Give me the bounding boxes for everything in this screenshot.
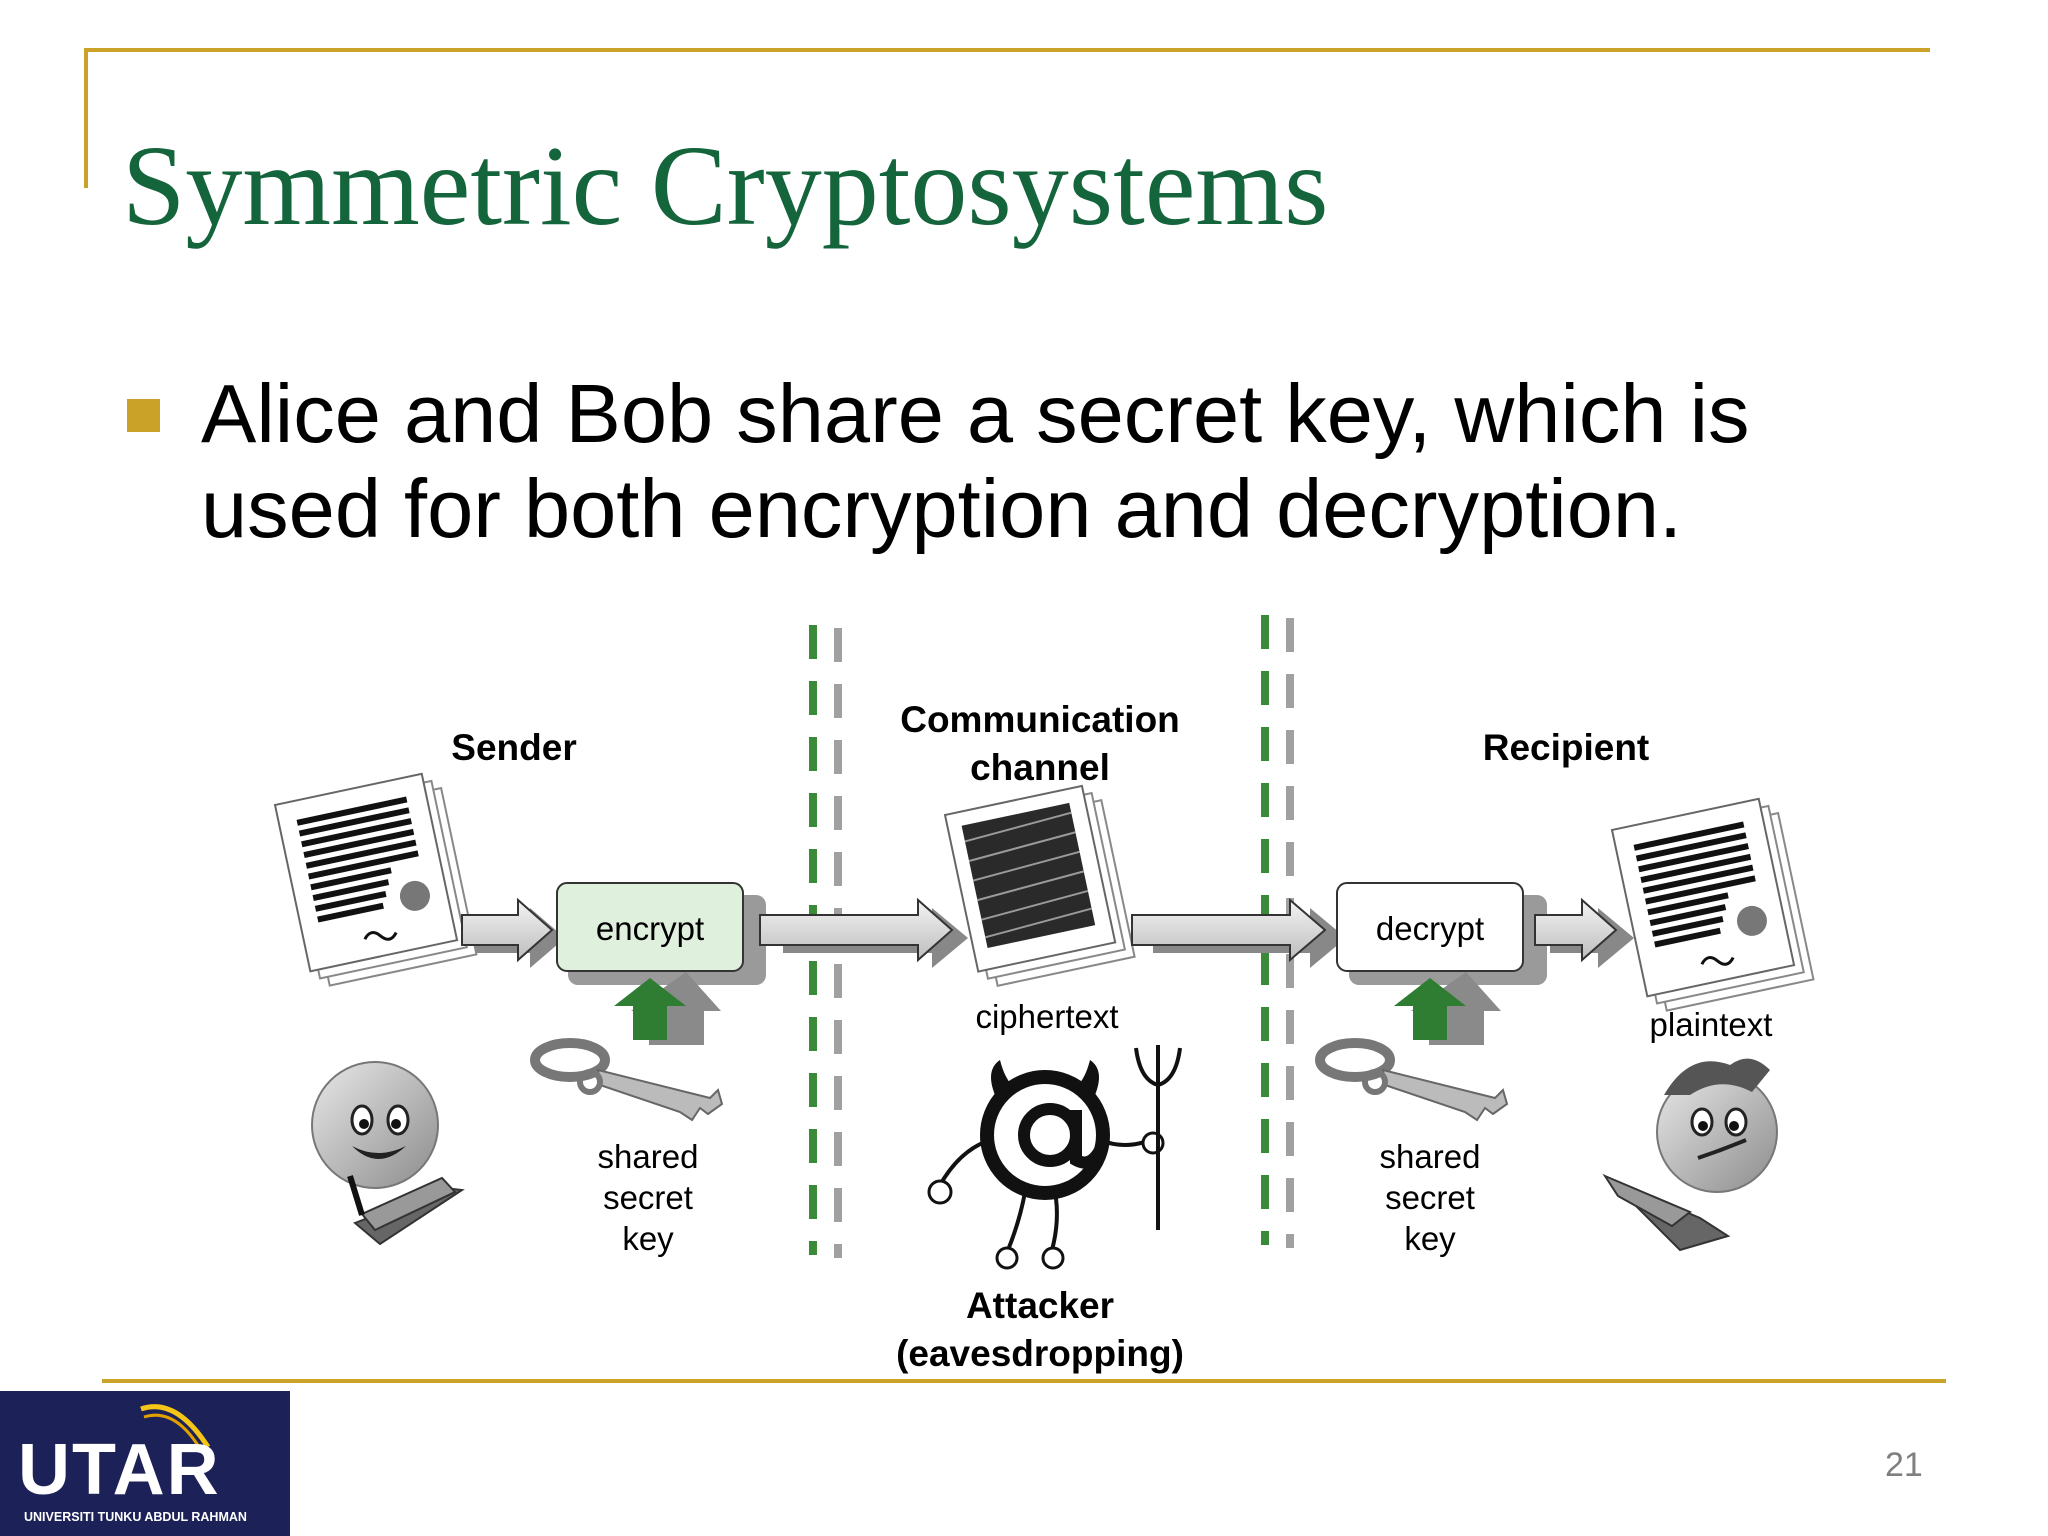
slide-title: Symmetric Cryptosystems <box>122 122 1329 249</box>
encrypt-label: encrypt <box>596 910 704 947</box>
attacker-label-line1: Attacker <box>966 1285 1114 1326</box>
left-shared-key-icon <box>530 1038 724 1122</box>
plaintext-label: plaintext <box>1650 1006 1773 1043</box>
page-number: 21 <box>1885 1446 1923 1484</box>
left-key-label-3: key <box>622 1220 674 1257</box>
bullet-text: Alice and Bob share a secret key, which … <box>201 366 1901 556</box>
right-shared-key-icon <box>1315 1038 1509 1122</box>
ciphertext-label: ciphertext <box>975 998 1118 1035</box>
arrow-to-plaintext <box>1534 897 1634 968</box>
channel-divider-left <box>809 625 842 1258</box>
right-key-label-3: key <box>1404 1220 1456 1257</box>
plaintext-document-icon <box>273 772 478 987</box>
sender-label: Sender <box>451 727 576 768</box>
decrypt-label: decrypt <box>1376 910 1484 947</box>
logo-wordmark: UTAR <box>18 1430 221 1510</box>
arrow-to-ciphertext <box>759 897 968 968</box>
channel-label-line1: Communication <box>900 699 1180 740</box>
bottom-rule <box>102 1379 1946 1383</box>
bullet-line-2: used for both encryption and decryption. <box>201 462 1683 555</box>
attacker-devil-icon <box>927 1045 1182 1270</box>
recipient-character-icon <box>1602 1058 1778 1252</box>
decrypt-box: decrypt <box>1336 882 1547 985</box>
channel-divider-right <box>1261 615 1294 1248</box>
left-key-label-2: secret <box>603 1179 693 1216</box>
left-key-label-1: shared <box>598 1138 699 1175</box>
encrypt-box: encrypt <box>556 882 766 985</box>
recipient-label: Recipient <box>1483 727 1650 768</box>
top-rule <box>84 48 1930 52</box>
logo-subtitle: UNIVERSITI TUNKU ABDUL RAHMAN <box>24 1510 247 1524</box>
utar-logo: UTAR UNIVERSITI TUNKU ABDUL RAHMAN <box>0 1391 290 1536</box>
arrow-to-decrypt <box>1131 897 1346 968</box>
arrow-to-encrypt <box>461 897 565 968</box>
channel-label-line2: channel <box>970 747 1110 788</box>
recipient-document-icon <box>1610 797 1815 1012</box>
ciphertext-document-icon <box>943 784 1136 987</box>
left-rule <box>84 48 88 188</box>
logo-swoosh-icon <box>140 1404 211 1453</box>
right-key-label-2: secret <box>1385 1179 1475 1216</box>
sender-character-icon <box>311 1061 465 1246</box>
bullet-marker <box>127 399 160 432</box>
left-key-up-arrow-icon <box>614 972 721 1045</box>
right-key-label-1: shared <box>1380 1138 1481 1175</box>
right-key-up-arrow-icon <box>1394 972 1501 1045</box>
attacker-label-line2: (eavesdropping) <box>896 1333 1184 1374</box>
bullet-line-1: Alice and Bob share a secret key, which … <box>201 367 1750 460</box>
